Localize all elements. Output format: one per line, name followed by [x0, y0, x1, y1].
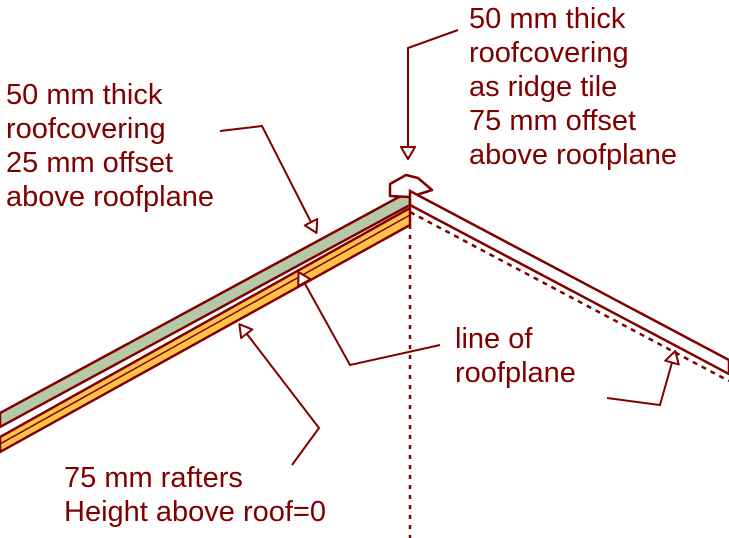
label-line: as ridge tile	[469, 71, 618, 103]
label-line: roofcovering	[469, 37, 629, 69]
label-line: 50 mm thick	[6, 79, 163, 111]
label-line: above roofplane	[469, 139, 677, 171]
rafter-inner-line	[0, 214, 411, 445]
label-line: 75 mm rafters	[64, 462, 243, 494]
right-roof-slope	[408, 188, 729, 376]
label-line: 75 mm offset	[469, 105, 637, 137]
label-line: 25 mm offset	[6, 147, 174, 179]
label-line: above roofplane	[6, 181, 214, 213]
ridge-tile	[388, 173, 434, 199]
label-line: roofcovering	[6, 113, 166, 145]
roofcovering-band	[0, 188, 412, 429]
label-ridge-tile: 50 mm thick roofcovering as ridge tile 7…	[469, 2, 677, 172]
label-roofcovering: 50 mm thick roofcovering 25 mm offset ab…	[6, 78, 214, 214]
leader-rafters	[240, 325, 321, 466]
label-line: Height above roof=0	[64, 496, 326, 528]
label-rafters: 75 mm rafters Height above roof=0	[64, 461, 326, 529]
leader-ridge-tile	[408, 29, 459, 158]
leader-roofplane-left	[299, 273, 441, 367]
label-line: roofplane	[455, 357, 576, 389]
leader-roofcovering	[219, 124, 316, 232]
leader-roofplane-right	[606, 352, 675, 407]
label-roofplane: line of roofplane	[455, 322, 576, 390]
label-line: 50 mm thick	[469, 3, 626, 35]
label-line: line of	[455, 323, 533, 355]
